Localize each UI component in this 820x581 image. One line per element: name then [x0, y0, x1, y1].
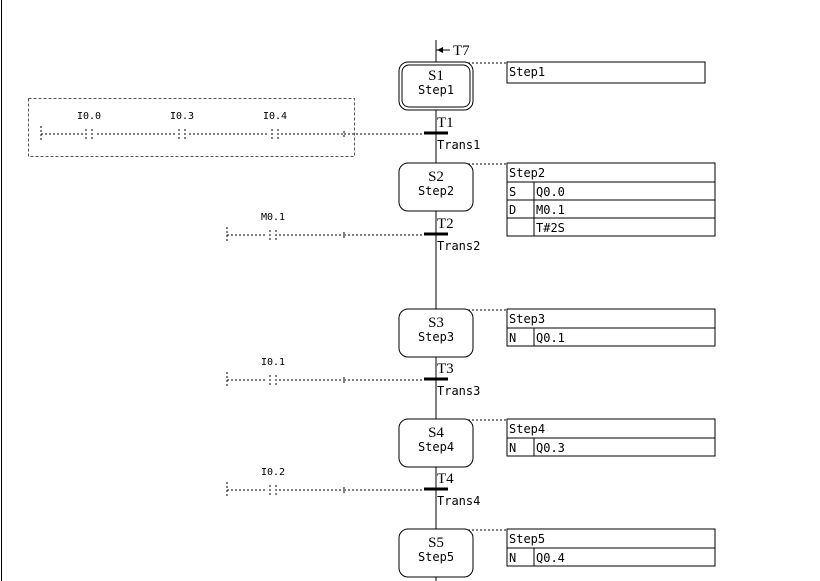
transition-bar [424, 131, 448, 135]
transition-name: Trans4 [437, 494, 480, 508]
transition-bar [424, 487, 448, 491]
action-row[interactable]: N Q0.1 [509, 331, 565, 345]
step-id: S1 [428, 68, 444, 84]
transition-name: Trans1 [437, 138, 480, 152]
contact-no[interactable]: I0.0 [77, 111, 101, 139]
transition-bar [424, 377, 448, 381]
step-name: Step5 [418, 550, 454, 564]
action-operand: Q0.0 [536, 185, 565, 199]
step-id: S3 [428, 315, 444, 331]
transition-id: T4 [437, 471, 454, 487]
step-id: S4 [428, 425, 444, 441]
transition-name: Trans3 [437, 384, 480, 398]
action-block-title: Step5 [509, 532, 545, 546]
condition-network-t2: M0.1 [226, 212, 345, 241]
step-name: Step1 [418, 83, 454, 97]
condition-network-t3: I0.1 [226, 357, 345, 386]
contact-gap [267, 376, 279, 384]
contact-gap [267, 486, 279, 494]
wire-layer [344, 40, 507, 581]
step-name: Step3 [418, 330, 454, 344]
step-frame [398, 528, 474, 578]
step-id: S5 [428, 535, 444, 551]
contact-gap [267, 231, 279, 239]
action-operand: T#2S [536, 221, 565, 235]
action-row[interactable]: N Q0.3 [509, 441, 565, 455]
action-block-title: Step1 [509, 65, 545, 79]
contact-address: I0.2 [261, 467, 285, 478]
contact-gap [176, 130, 188, 138]
action-row[interactable]: D M0.1 [509, 203, 565, 217]
action-block-title: Step3 [509, 312, 545, 326]
contact-no[interactable]: I0.4 [263, 111, 287, 139]
action-operand: M0.1 [536, 203, 565, 217]
step-name: Step2 [418, 184, 454, 198]
transition-id: T2 [437, 216, 454, 232]
initial-step-outer-frame [398, 61, 474, 111]
condition-group-frame [28, 98, 355, 157]
action-qualifier: N [509, 331, 516, 345]
action-qualifier: N [509, 551, 516, 565]
transition-id: T3 [437, 361, 454, 377]
contact-gap [269, 130, 281, 138]
condition-network-t4: I0.2 [226, 467, 345, 496]
initial-step-inner-frame [401, 64, 471, 108]
action-operand: Q0.4 [536, 551, 565, 565]
step-name: Step4 [418, 440, 454, 454]
arrow-left-icon [437, 47, 443, 53]
action-row[interactable]: S Q0.0 [509, 185, 565, 199]
action-qualifier: S [509, 185, 516, 199]
condition-network-t1: I0.0 I0.3 I0.4 [28, 98, 355, 157]
contact-address: I0.3 [170, 111, 194, 122]
contact-gap [83, 130, 95, 138]
contact-no[interactable]: M0.1 [261, 212, 285, 240]
transition-bar [424, 232, 448, 236]
action-operand: Q0.1 [536, 331, 565, 345]
action-row[interactable]: N Q0.4 [509, 551, 565, 565]
step-frame [398, 418, 474, 468]
action-operand: Q0.3 [536, 441, 565, 455]
contact-address: I0.1 [261, 357, 285, 368]
transition-name: Trans2 [437, 239, 480, 253]
action-qualifier: N [509, 441, 516, 455]
contact-no[interactable]: I0.2 [261, 467, 285, 495]
contact-address: I0.4 [263, 111, 287, 122]
contact-no[interactable]: I0.3 [170, 111, 194, 139]
action-row[interactable]: T#2S [536, 221, 565, 235]
action-block-title: Step2 [509, 166, 545, 180]
action-block-frame [506, 61, 706, 84]
entry-transition-label: T7 [453, 43, 470, 59]
action-block-title: Step4 [509, 422, 545, 436]
action-block-s1: Step1 [506, 61, 706, 84]
step-frame [398, 162, 474, 212]
contact-address: M0.1 [261, 212, 285, 223]
action-qualifier: D [509, 203, 516, 217]
contact-no[interactable]: I0.1 [261, 357, 285, 385]
contact-address: I0.0 [77, 111, 101, 122]
step-id: S2 [428, 169, 444, 185]
step-frame [398, 308, 474, 358]
transition-id: T1 [437, 115, 454, 131]
